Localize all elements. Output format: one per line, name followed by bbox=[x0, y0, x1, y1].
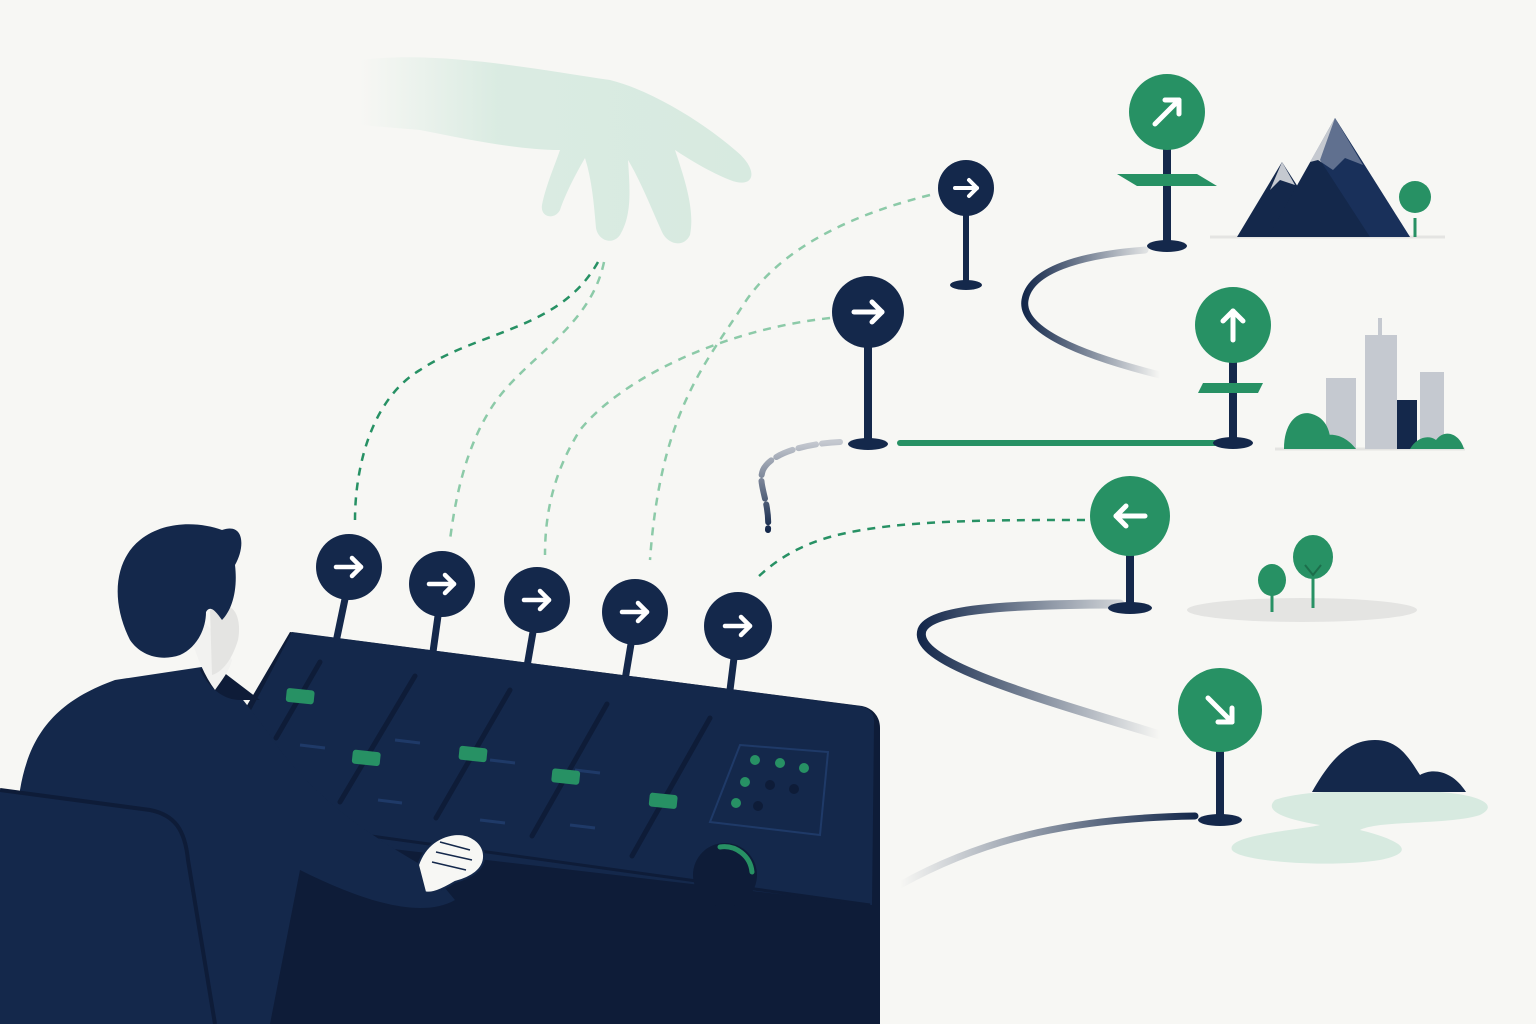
direction-flag bbox=[1117, 174, 1217, 186]
string-4 bbox=[543, 316, 831, 556]
destination-sign-up bbox=[1195, 287, 1271, 449]
road-upper bbox=[1021, 246, 1164, 379]
hand-silhouette bbox=[360, 57, 752, 244]
arrow-right-icon bbox=[521, 588, 552, 612]
destination-sign-down-right bbox=[1178, 668, 1262, 826]
fader-slider[interactable] bbox=[648, 792, 678, 809]
destination-sign-left bbox=[1090, 476, 1170, 614]
fader-slider[interactable] bbox=[458, 745, 488, 763]
string-3 bbox=[648, 193, 931, 561]
fader-slider[interactable] bbox=[285, 688, 315, 705]
string-1 bbox=[353, 261, 600, 521]
indicator-light bbox=[740, 777, 750, 787]
indicator-light bbox=[750, 755, 760, 765]
fader-track bbox=[629, 715, 713, 859]
indicator-light bbox=[775, 758, 785, 768]
midway-sign-2 bbox=[832, 276, 904, 450]
console-labels bbox=[299, 738, 601, 830]
indicator-light bbox=[765, 780, 775, 790]
city-skyline-icon bbox=[1275, 318, 1465, 451]
hill-lake-icon bbox=[1231, 740, 1488, 864]
fingers bbox=[431, 841, 473, 871]
rotary-knob[interactable] bbox=[693, 843, 757, 907]
operator-sign-2 bbox=[409, 551, 475, 660]
indicator-panel bbox=[708, 743, 830, 837]
destination-sign-up-right bbox=[1117, 74, 1217, 252]
direction-flag bbox=[1198, 383, 1263, 393]
arrow-right-icon bbox=[953, 178, 979, 198]
fader-bank bbox=[273, 659, 713, 859]
indicator-light bbox=[753, 801, 763, 811]
string-2 bbox=[448, 261, 606, 541]
arrow-up-icon bbox=[1220, 308, 1246, 343]
knob-level-arc bbox=[717, 844, 755, 875]
guiding-hand bbox=[360, 57, 752, 244]
indicator-light bbox=[789, 784, 799, 794]
indicator-light bbox=[799, 763, 809, 773]
mountain-icon bbox=[1210, 118, 1445, 239]
chair bbox=[0, 788, 217, 1024]
face bbox=[210, 605, 240, 675]
guidance-strings bbox=[353, 193, 1086, 581]
road-middle bbox=[916, 599, 1165, 740]
indicator-light bbox=[731, 798, 741, 808]
arrow-right-icon bbox=[722, 614, 753, 638]
control-console bbox=[215, 632, 880, 1024]
road-connector bbox=[758, 439, 843, 533]
string-5 bbox=[754, 518, 1086, 581]
trees-icon bbox=[1187, 535, 1417, 622]
fader-slider[interactable] bbox=[551, 768, 581, 785]
arrow-right-icon bbox=[619, 600, 650, 624]
arrow-right-icon bbox=[426, 572, 457, 596]
fader-slider[interactable] bbox=[351, 749, 381, 767]
fader-track bbox=[337, 673, 418, 805]
arrow-down-right-icon bbox=[1205, 695, 1235, 725]
arrow-left-icon bbox=[1113, 503, 1148, 529]
operator-sign-1 bbox=[316, 534, 382, 643]
road-lower bbox=[896, 812, 1199, 889]
arrow-up-right-icon bbox=[1152, 97, 1182, 127]
arrow-right-icon bbox=[333, 555, 364, 579]
arrow-right-icon bbox=[851, 299, 885, 325]
midway-sign-1 bbox=[938, 160, 994, 290]
hair bbox=[117, 524, 242, 658]
roads bbox=[758, 246, 1218, 889]
